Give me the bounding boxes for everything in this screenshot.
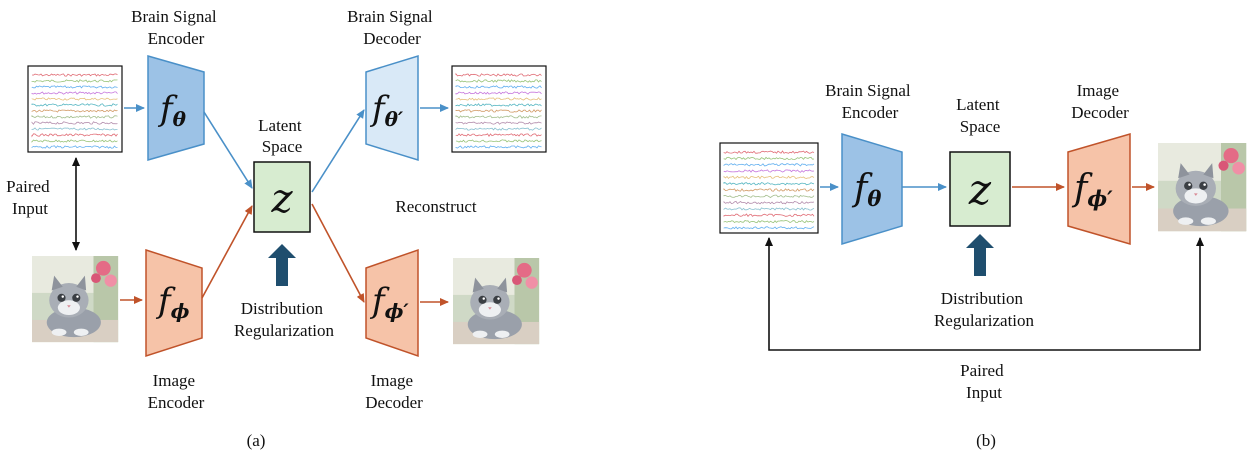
eeg-trace	[723, 187, 815, 192]
eeg-trace	[455, 139, 542, 143]
caption-b: (b)	[976, 431, 996, 450]
eeg-trace	[723, 175, 815, 180]
image-decoder-shape-a	[365, 248, 419, 358]
latent-box-b	[949, 151, 1011, 227]
eeg-trace	[31, 103, 118, 107]
eeg-trace	[723, 200, 815, 205]
cat-image-output-a	[453, 258, 540, 345]
eeg-trace	[723, 219, 815, 224]
eeg-trace	[723, 181, 815, 186]
paired-input-arrow-b	[765, 237, 1204, 351]
eeg-trace	[31, 127, 118, 131]
eeg-trace	[31, 97, 118, 101]
eeg-trace	[31, 133, 118, 138]
panel-b: fθ z fϕ′ Brain Signal Encoder Latent Spa…	[719, 81, 1247, 450]
cat-image-output-b	[1158, 143, 1247, 232]
eeg-trace	[455, 115, 542, 119]
eeg-trace	[455, 127, 542, 131]
eeg-trace	[455, 109, 542, 113]
regularization-arrow-a	[268, 244, 296, 286]
arrow-encoder-to-latent-a	[203, 111, 253, 189]
eeg-trace	[455, 133, 542, 137]
image-encoder-label-a: Image Encoder	[148, 371, 205, 412]
regularization-label-b: Distribution Regularization	[934, 289, 1035, 330]
eeg-trace	[31, 79, 118, 83]
arrow-latent-to-image-decoder-a	[311, 203, 365, 303]
eeg-trace	[723, 226, 815, 230]
brain-signal-input-b	[719, 142, 819, 234]
eeg-trace	[31, 109, 118, 113]
eeg-trace	[455, 85, 542, 89]
paired-input-label-b: Paired Input	[960, 361, 1008, 402]
latent-space-label-a: Latent Space	[258, 116, 306, 156]
caption-a: (a)	[247, 431, 266, 450]
brain-encoder-shape-b	[841, 132, 903, 246]
regularization-arrow-b	[966, 234, 994, 276]
eeg-trace	[455, 121, 542, 125]
panel-a: z fθ fθ′ fϕ fϕ′ Brain Signal Encoder Bra…	[6, 7, 547, 450]
paired-input-label-a: Paired Input	[6, 177, 54, 218]
latent-space-label-b: Latent Space	[956, 95, 1004, 136]
brain-encoder-shape-a	[147, 55, 205, 161]
eeg-trace	[31, 145, 118, 149]
eeg-trace	[31, 85, 118, 89]
brain-encoder-label-a: Brain Signal Encoder	[131, 7, 221, 48]
brain-signal-input-a	[27, 65, 123, 153]
arrow-image-encoder-to-latent-a	[201, 205, 253, 299]
eeg-trace	[31, 139, 118, 143]
latent-z-a: z	[270, 176, 293, 222]
eeg-trace	[723, 156, 815, 161]
eeg-trace	[31, 115, 118, 119]
eeg-trace	[723, 150, 815, 154]
latent-box-a	[253, 161, 311, 233]
reconstruct-label-a: Reconstruct	[395, 197, 476, 216]
image-encoder-shape-a	[145, 248, 203, 358]
eeg-trace	[31, 121, 118, 125]
eeg-trace	[455, 103, 542, 107]
eeg-trace	[723, 194, 815, 198]
arrow-latent-to-decoder-a	[311, 109, 365, 193]
eeg-trace	[723, 169, 815, 173]
eeg-trace	[455, 91, 542, 95]
eeg-trace	[455, 97, 542, 101]
cat-image-input-a	[32, 256, 119, 343]
brain-decoder-shape-a	[365, 54, 419, 162]
eeg-trace	[723, 213, 815, 217]
image-decoder-label-b: Image Decoder	[1071, 81, 1129, 122]
eeg-trace	[723, 207, 815, 211]
latent-z-b: z	[968, 165, 992, 214]
brain-encoder-label-b: Brain Signal Encoder	[825, 81, 915, 122]
image-decoder-label-a: Image Decoder	[365, 371, 423, 412]
regularization-label-a: Distribution Regularization	[234, 299, 335, 340]
eeg-trace	[455, 72, 542, 77]
eeg-trace	[455, 79, 542, 83]
brain-signal-output-a	[451, 65, 547, 153]
eeg-trace	[723, 163, 815, 167]
eeg-trace	[31, 91, 118, 95]
eeg-trace	[31, 73, 118, 77]
eeg-trace	[455, 145, 542, 149]
brain-decoder-label-a: Brain Signal Decoder	[347, 7, 437, 48]
